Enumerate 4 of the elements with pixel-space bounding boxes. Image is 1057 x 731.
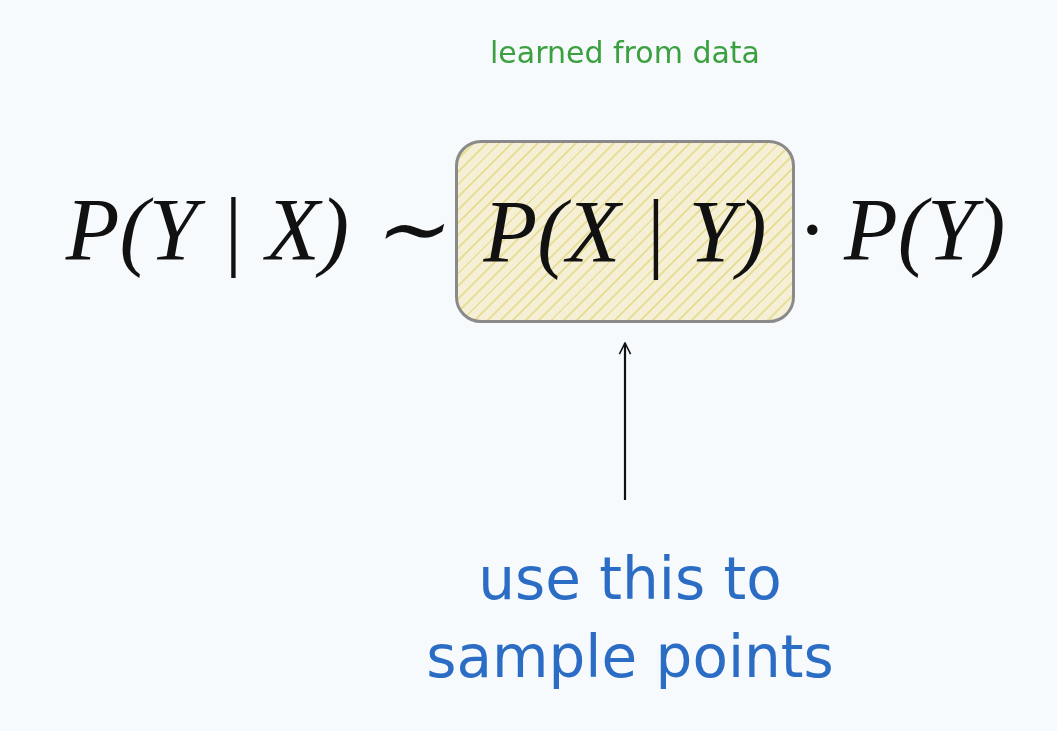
annotation-note: learned from data — [489, 34, 761, 72]
highlighted-term-box — [455, 140, 795, 323]
annotation-text: use this to sample points — [400, 540, 860, 705]
arrow — [618, 342, 632, 500]
